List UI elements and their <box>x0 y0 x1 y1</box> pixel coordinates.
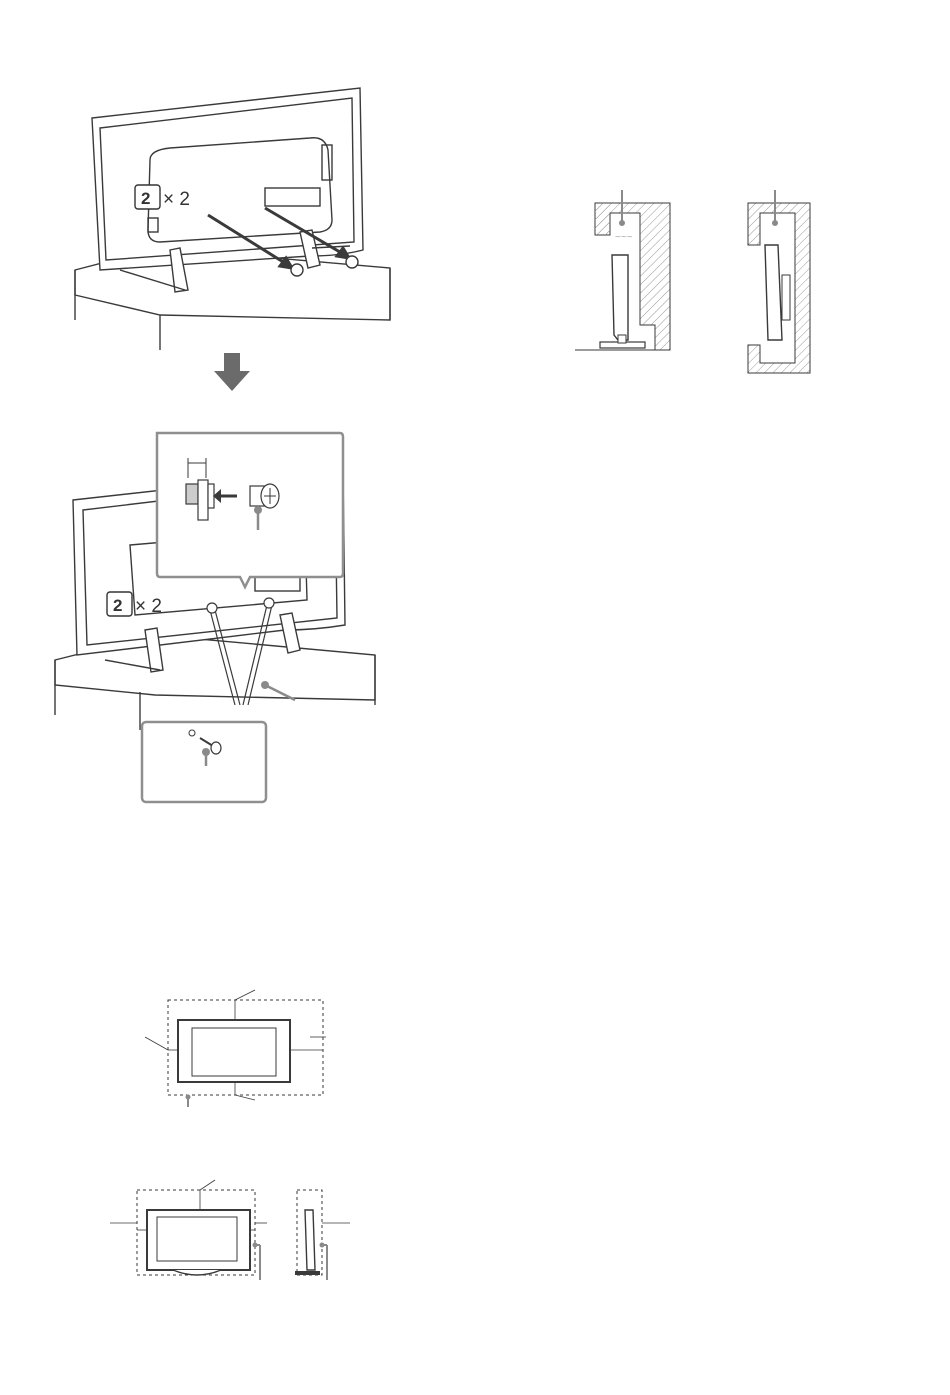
fig-wall-mount-side-views: ~~~ <box>570 185 820 380</box>
screw-count-badge: 2 × 2 <box>107 592 162 617</box>
screw-count-badge: 2 × 2 <box>135 185 190 210</box>
down-arrow-icon <box>212 353 252 393</box>
fig-clearance-stand <box>105 1175 355 1285</box>
zoom-callout-bottom <box>142 722 266 802</box>
svg-text:× 2: × 2 <box>163 189 190 210</box>
fig-tv-rear-screws: 2 × 2 <box>60 70 400 350</box>
svg-text:× 2: × 2 <box>135 596 162 617</box>
svg-text:~~~: ~~~ <box>615 232 633 243</box>
zoom-callout-top <box>157 433 343 587</box>
screw-icon <box>250 484 279 508</box>
fig-tv-straps: 2 × 2 <box>45 430 405 810</box>
fig-clearance-wall <box>140 985 340 1110</box>
svg-text:2: 2 <box>141 189 150 208</box>
svg-text:2: 2 <box>113 596 122 615</box>
